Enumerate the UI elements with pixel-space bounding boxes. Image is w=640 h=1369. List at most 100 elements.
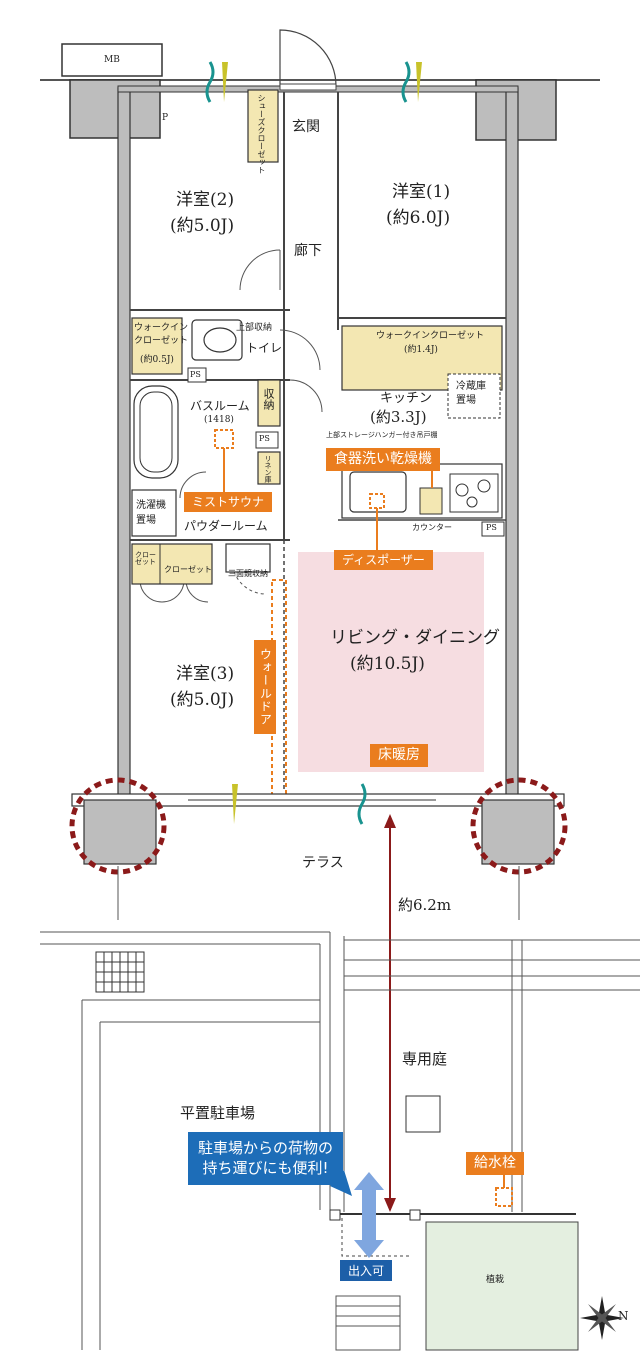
mb-label: MB [104,55,120,65]
linen-box [257,451,281,485]
ps-label: PS [259,434,270,443]
feature-water-tap: 給水栓 [466,1152,524,1175]
compass-north-label: N [618,1309,629,1323]
gate-swing [341,1218,410,1257]
room-western1-size: (約6.0J) [386,208,451,228]
bottom-right-pillar [481,799,555,865]
steps [335,1295,401,1351]
wic-large-size: (約1.4J) [404,345,438,355]
room-western3-name: 洋室(3) [176,664,235,684]
shoes-closet [247,89,279,163]
storage-label: 収納 [262,388,275,410]
bathtub-inner [139,391,173,473]
room-parking: 平置駐車場 [180,1104,256,1122]
door-swing [231,559,267,595]
door-swing [179,471,207,499]
garden-box [405,1095,441,1133]
feature-floor-heating: 床暖房 [370,744,428,767]
fridge-space [447,373,501,419]
room-living: リビング・ダイニング [330,628,500,648]
airflow-mark [401,61,411,103]
right-wall [505,87,519,801]
wic-small-label: ウォークイン クローゼット [134,323,189,346]
feature-disposer: ディスポーザー [334,550,433,571]
distance-label: 約6.2m [398,896,452,914]
mirror-storage-label: 三面鏡収納 [228,569,268,578]
ps-box [255,431,279,449]
feature-wall-door: ウォールドア [254,640,277,734]
floor-heating-area [298,552,484,772]
room-kitchen: キッチン [380,391,433,406]
wic-small [131,317,183,375]
compass-icon [580,1296,624,1340]
mist-sauna-marker [214,429,234,449]
ps-box [481,521,505,537]
water-tap-marker [495,1187,513,1207]
entrance-door-swing [279,29,337,87]
ps-label: PS [486,523,497,532]
room-hallway: 廊下 [294,243,322,259]
wic-small-size: (約0.5J) [140,355,174,365]
callout-line1: 駐車場からの荷物の [198,1139,334,1157]
room-western2-size: (約5.0J) [170,216,235,236]
shoes-closet-label: シューズクローゼット [257,94,266,174]
room-powder: パウダールーム [184,519,268,533]
left-wall [117,87,131,801]
washer-label: 洗濯機 置場 [136,500,166,526]
feature-mist-sauna: ミストサウナ [184,492,273,513]
closet-b-label: クローゼット [164,565,212,574]
feature-dishwasher: 食器洗い乾燥機 [326,448,440,471]
burner [466,496,478,508]
exit-ok-badge: 出入可 [340,1260,393,1281]
living-size: (約10.5J) [350,654,425,674]
stove [449,473,499,513]
room-entrance: 玄関 [292,119,320,135]
room-western3-size: (約5.0J) [170,690,235,710]
room-western1-name: 洋室(1) [392,182,451,202]
upper-storage-label: 上部収納 [236,323,273,333]
burner [455,483,469,497]
entrance-door [279,83,337,91]
gate-post [329,1209,341,1221]
airflow-mark [232,784,238,824]
mb-box [61,43,163,77]
airflow-mark [357,783,367,825]
door-swing [239,249,281,291]
callout-bubble: 駐車場からの荷物の 持ち運びにも便利! [188,1132,344,1185]
linen-label: リネン庫 [264,455,272,483]
burner [477,479,491,493]
callout-line2: 持ち運びにも便利! [202,1159,329,1178]
vanity [225,543,271,573]
door-swing [289,379,323,413]
room-bathroom: バスルーム [190,399,250,413]
distance-arrowhead [384,814,396,828]
closets-room3 [131,543,213,585]
door-swing [279,329,321,371]
room-western2-name: 洋室(2) [176,190,235,210]
p-label: P [162,113,169,123]
toilet-bowl [203,327,237,353]
bottom-left-pillar [83,799,157,865]
counter-label: カウンター [412,523,452,532]
kitchen-size: (約3.3J) [370,408,427,426]
washer-space [131,489,177,537]
ps-box [187,367,207,383]
room-garden: 専用庭 [402,1050,448,1068]
upper-hanger-label: 上部ストレージハンガー付き吊戸棚 [326,431,438,439]
storage-box [257,379,281,427]
sink [349,471,407,513]
gate-post [409,1209,421,1221]
room-toilet: トイレ [246,341,283,355]
ps-label: PS [190,370,201,379]
closet-a-label: クローゼット [135,551,156,566]
wic-large-label: ウォークインクローゼット [376,331,485,341]
access-arrow [354,1172,384,1258]
bathroom-size: (1418) [204,415,234,425]
planting-label: 植栽 [486,1275,505,1285]
airflow-mark [222,62,228,102]
dishwasher-box [419,487,443,515]
planting-area [425,1221,579,1351]
airflow-mark [205,61,215,103]
room-terrace: テラス [302,855,344,871]
